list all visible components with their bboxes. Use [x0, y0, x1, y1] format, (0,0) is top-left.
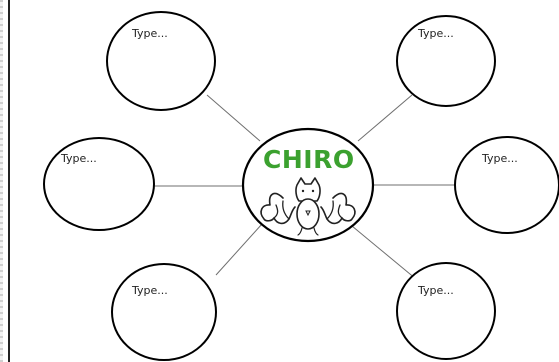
- bubble-bottom-right[interactable]: [396, 262, 496, 360]
- bubble-top-right[interactable]: [396, 15, 496, 107]
- bat-icon: [260, 177, 356, 236]
- bubble-text-top-left[interactable]: Type...: [132, 27, 168, 40]
- bubble-text-bottom-right[interactable]: Type...: [418, 284, 454, 297]
- bubble-bottom-left[interactable]: [111, 263, 217, 361]
- bubble-text-bottom-left[interactable]: Type...: [132, 284, 168, 297]
- connector-bottom-right: [351, 225, 417, 280]
- connector-top-right: [357, 94, 413, 142]
- bubble-middle-right[interactable]: [454, 136, 559, 234]
- bubble-middle-left[interactable]: [43, 137, 155, 231]
- center-title: CHIRO: [263, 145, 355, 174]
- bubble-text-middle-left[interactable]: Type...: [61, 152, 97, 165]
- bubble-text-top-right[interactable]: Type...: [418, 27, 454, 40]
- bubble-text-middle-right[interactable]: Type...: [482, 152, 518, 165]
- connector-top-left: [206, 94, 261, 142]
- left-page-border: [0, 0, 10, 362]
- connector-bottom-left: [215, 223, 263, 276]
- bubble-top-left[interactable]: [106, 11, 216, 111]
